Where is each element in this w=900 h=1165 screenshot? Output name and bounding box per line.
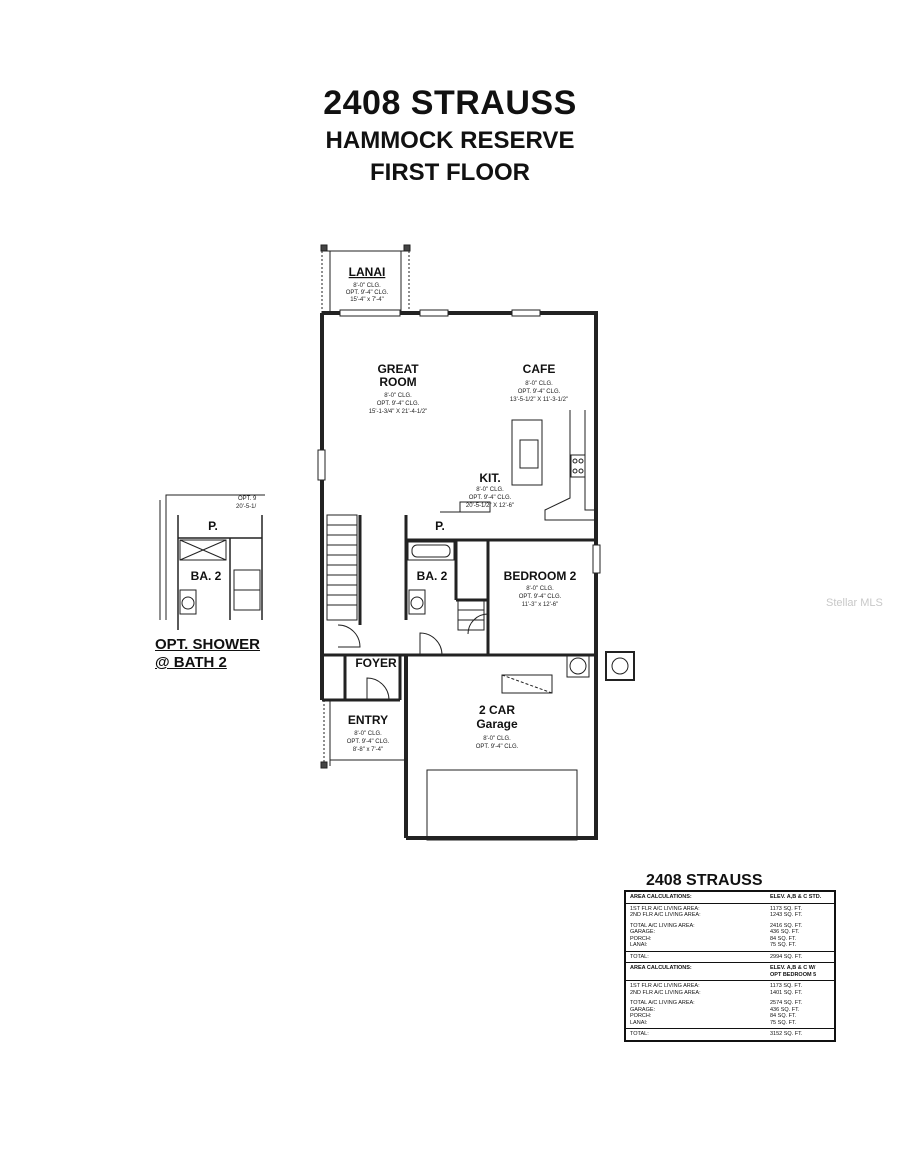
svg-text:OPT. 9'-4" CLG.: OPT. 9'-4" CLG. xyxy=(347,739,390,745)
area-section1-total: TOTAL:2994 SQ. FT. xyxy=(626,952,834,963)
area-section1-body: 1ST FLR A/C LIVING AREA:1173 SQ. FT. 2ND… xyxy=(626,904,834,952)
kitchen-label: KIT. xyxy=(479,471,500,485)
bath2-label: BA. 2 xyxy=(417,569,448,583)
area-calculation-table: 2408 STRAUSS AREA CALCULATIONS:ELEV. A,B… xyxy=(624,872,836,1042)
room-labels: LANAI 8'-0" CLG. OPT. 9'-4" CLG. 15'-4" … xyxy=(191,265,577,753)
svg-text:Garage: Garage xyxy=(476,717,518,731)
option-note-line2: @ BATH 2 xyxy=(155,654,227,671)
interior-walls xyxy=(322,515,596,702)
cafe-label: CAFE xyxy=(523,362,556,376)
area-section2-header: AREA CALCULATIONS:ELEV. A,B & C W/OPT BE… xyxy=(626,963,834,981)
svg-text:ROOM: ROOM xyxy=(379,375,416,389)
svg-text:11'-3" x 12'-6": 11'-3" x 12'-6" xyxy=(522,602,558,608)
area-table-title: 2408 STRAUSS xyxy=(646,872,763,889)
bedroom2-label: BEDROOM 2 xyxy=(504,569,577,583)
svg-text:OPT. 9'-4" CLG.: OPT. 9'-4" CLG. xyxy=(476,744,519,750)
svg-text:8'-0" CLG.: 8'-0" CLG. xyxy=(384,393,412,399)
pantry-label: P. xyxy=(435,519,445,533)
svg-text:8'-8" x 7'-4": 8'-8" x 7'-4" xyxy=(353,747,383,753)
garage-label: 2 CAR xyxy=(479,703,515,717)
svg-text:OPT. 9'-4" CLG.: OPT. 9'-4" CLG. xyxy=(519,594,562,600)
svg-text:13'-5-1/2" X 11'-3-1/2": 13'-5-1/2" X 11'-3-1/2" xyxy=(510,397,568,403)
svg-text:8'-0" CLG.: 8'-0" CLG. xyxy=(483,736,511,742)
svg-text:8'-0" CLG.: 8'-0" CLG. xyxy=(476,487,504,493)
watermark: Stellar MLS xyxy=(826,597,883,609)
svg-text:15'-1-3/4" X 21'-4-1/2": 15'-1-3/4" X 21'-4-1/2" xyxy=(369,409,428,415)
svg-text:20'-5-1/: 20'-5-1/ xyxy=(236,504,256,510)
great-room-label: GREAT xyxy=(377,362,419,376)
svg-text:8'-0" CLG.: 8'-0" CLG. xyxy=(353,283,381,289)
lanai-outline xyxy=(320,244,411,313)
svg-text:20'-5-1/2" X 12'-6": 20'-5-1/2" X 12'-6" xyxy=(466,503,514,509)
option-shower-detail xyxy=(159,494,265,630)
svg-text:8'-0" CLG.: 8'-0" CLG. xyxy=(354,731,382,737)
area-section2-total: TOTAL:3152 SQ. FT. xyxy=(630,1031,803,1037)
area-section2-body: 1ST FLR A/C LIVING AREA:1173 SQ. FT. 2ND… xyxy=(626,981,834,1029)
option-note-line1: OPT. SHOWER xyxy=(155,636,261,653)
foyer-label: FOYER xyxy=(355,656,397,670)
option-pantry-label: P. xyxy=(208,519,218,533)
pantry xyxy=(440,501,491,513)
community-name: HAMMOCK RESERVE xyxy=(325,127,575,154)
rear-windows xyxy=(339,309,541,317)
lanai-label: LANAI xyxy=(349,265,386,279)
svg-text:OPT. 9'-4" CLG.: OPT. 9'-4" CLG. xyxy=(377,401,420,407)
option-bath-label: BA. 2 xyxy=(191,569,222,583)
bath-fixtures xyxy=(407,541,485,631)
svg-text:OPT. 9'-4" CLG.: OPT. 9'-4" CLG. xyxy=(469,495,512,501)
entry-label: ENTRY xyxy=(348,713,388,727)
svg-text:8'-0" CLG.: 8'-0" CLG. xyxy=(526,586,554,592)
entry-porch xyxy=(320,700,406,769)
plan-title: 2408 STRAUSS xyxy=(323,84,577,122)
svg-text:OPT. 9'-4" CLG.: OPT. 9'-4" CLG. xyxy=(346,290,389,296)
kitchen xyxy=(511,410,596,521)
svg-text:OPT. 9: OPT. 9 xyxy=(238,496,257,502)
svg-text:15'-4" x 7'-4": 15'-4" x 7'-4" xyxy=(350,297,384,303)
doors xyxy=(337,613,489,701)
garage-fixtures xyxy=(426,651,635,841)
floor-name: FIRST FLOOR xyxy=(370,159,530,186)
svg-text:8'-0" CLG.: 8'-0" CLG. xyxy=(525,381,553,387)
area-section1-header: AREA CALCULATIONS:ELEV. A,B & C STD. xyxy=(626,892,834,904)
stairs xyxy=(326,514,362,625)
svg-text:OPT. 9'-4" CLG.: OPT. 9'-4" CLG. xyxy=(518,389,561,395)
